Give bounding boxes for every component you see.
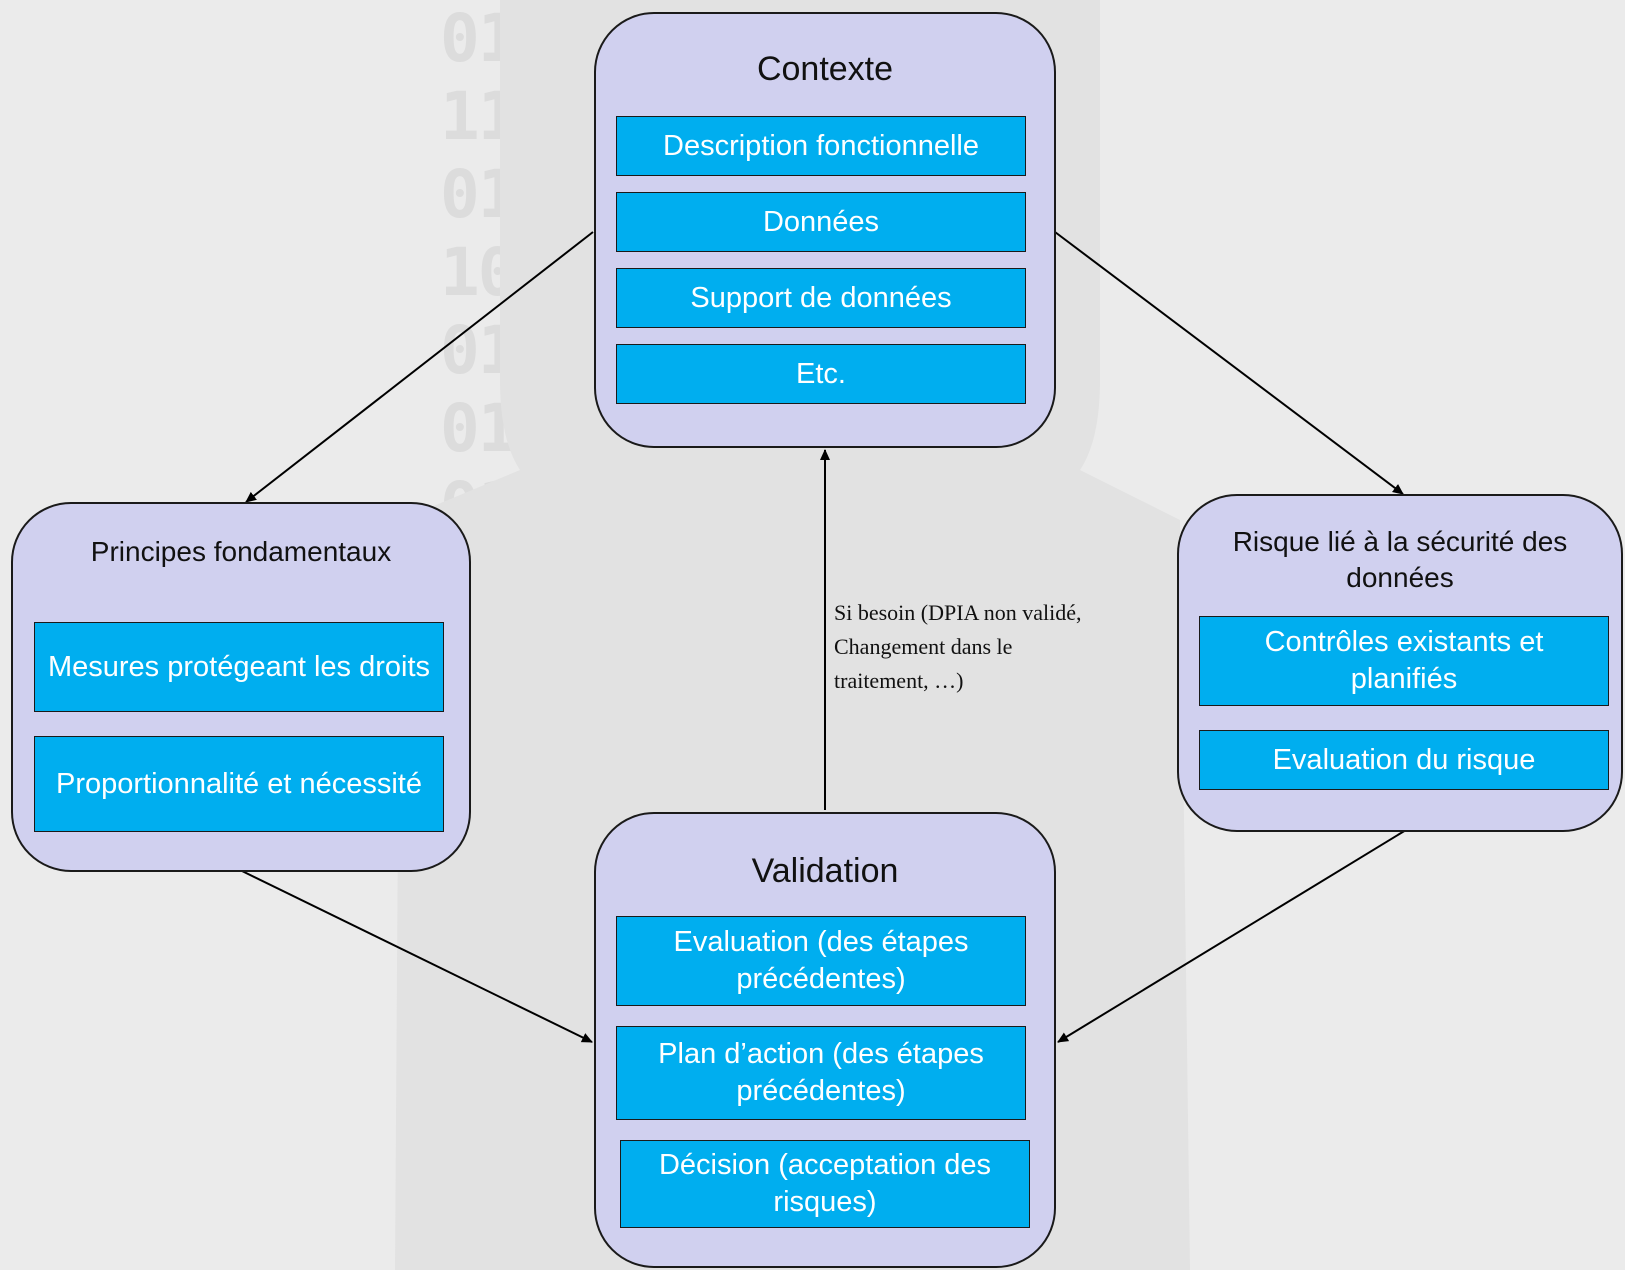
context-group: Contexte Description fonctionnelle Donné…	[594, 12, 1056, 448]
context-title: Contexte	[756, 50, 894, 88]
principles-item-proportionality: Proportionnalité et nécessité	[34, 736, 444, 832]
arrow-principles-to-validation	[239, 869, 593, 1043]
context-item-support: Support de données	[616, 268, 1026, 328]
validation-group: Validation Evaluation (des étapes précéd…	[594, 812, 1056, 1268]
validation-item-decision: Décision (acceptation des risques)	[620, 1140, 1030, 1228]
validation-title: Validation	[751, 852, 899, 890]
risk-title: Risque lié à la sécurité des données	[1232, 526, 1568, 593]
arrow-context-to-principles	[245, 231, 594, 503]
validation-item-action-plan: Plan d’action (des étapes précédentes)	[616, 1026, 1026, 1120]
arrow-context-to-risk	[1054, 231, 1404, 495]
risk-item-evaluation: Evaluation du risque	[1199, 730, 1609, 790]
arrow-risk-to-validation	[1057, 829, 1407, 1043]
context-item-description: Description fonctionnelle	[616, 116, 1026, 176]
context-item-etc: Etc.	[616, 344, 1026, 404]
context-item-data: Données	[616, 192, 1026, 252]
principles-item-rights: Mesures protégeant les droits	[34, 622, 444, 712]
feedback-arrow-label: Si besoin (DPIA non validé, Changement d…	[834, 600, 1082, 693]
principles-title: Principes fondamentaux	[90, 536, 392, 567]
risk-item-controls: Contrôles existants et planifiés	[1199, 616, 1609, 706]
principles-group: Principes fondamentaux Mesures protégean…	[11, 502, 471, 872]
validation-item-evaluation: Evaluation (des étapes précédentes)	[616, 916, 1026, 1006]
risk-group: Risque lié à la sécurité des données Con…	[1177, 494, 1623, 832]
